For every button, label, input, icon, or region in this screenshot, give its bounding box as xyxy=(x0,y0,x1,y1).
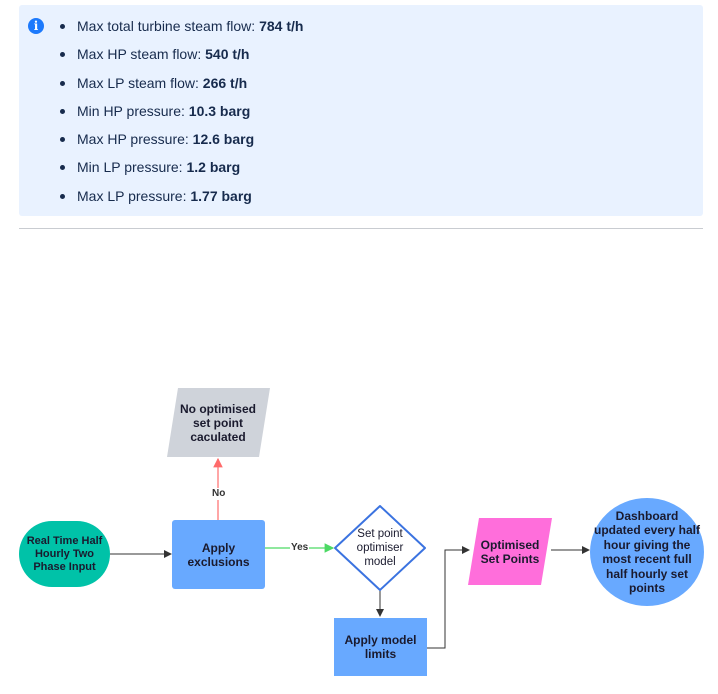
flowchart-canvas xyxy=(19,388,704,676)
node-dashboard-shape xyxy=(590,498,704,606)
node-exclusions-label: Apply exclusions xyxy=(187,540,250,569)
list-item: Max total turbine steam flow: 784 t/h xyxy=(57,16,303,44)
node-exclusions-shape xyxy=(172,520,265,589)
flowchart: Real Time Half Hourly Two Phase Input Ap… xyxy=(0,380,718,680)
node-optimiser-label: Set point optimiser model xyxy=(356,528,404,568)
node-optimiser-shape xyxy=(334,505,426,591)
list-item: Max LP pressure: 1.77 barg xyxy=(57,186,303,214)
node-dashboard-label: Dashboard updated every half hour giving… xyxy=(593,508,701,596)
node-input-label: Real Time Half Hourly Two Phase Input xyxy=(26,534,103,573)
edge-label-yes: Yes xyxy=(290,542,310,554)
edge-limits-optimised xyxy=(427,546,470,649)
edge-label-no: No xyxy=(211,488,227,500)
node-limits-label: Apply model limits xyxy=(344,633,417,661)
list-item: Min LP pressure: 1.2 barg xyxy=(57,157,303,185)
info-panel: i Max total turbine steam flow: 784 t/h … xyxy=(19,5,703,216)
node-optimised-shape xyxy=(468,518,552,585)
info-icon: i xyxy=(28,18,44,34)
list-item: Max LP steam flow: 266 t/h xyxy=(57,73,303,101)
node-limits-shape xyxy=(334,618,427,676)
node-no-setpoint-shape xyxy=(167,388,270,457)
list-item: Max HP pressure: 12.6 barg xyxy=(57,129,303,157)
node-input-shape xyxy=(19,521,110,587)
node-optimised-label: Optimised Set Points xyxy=(480,537,540,566)
list-item: Max HP steam flow: 540 t/h xyxy=(57,44,303,72)
divider xyxy=(19,228,703,229)
list-item: Min HP pressure: 10.3 barg xyxy=(57,101,303,129)
info-list: Max total turbine steam flow: 784 t/h Ma… xyxy=(57,16,303,214)
node-no-setpoint-label: No optimised set point caculated xyxy=(179,402,256,444)
